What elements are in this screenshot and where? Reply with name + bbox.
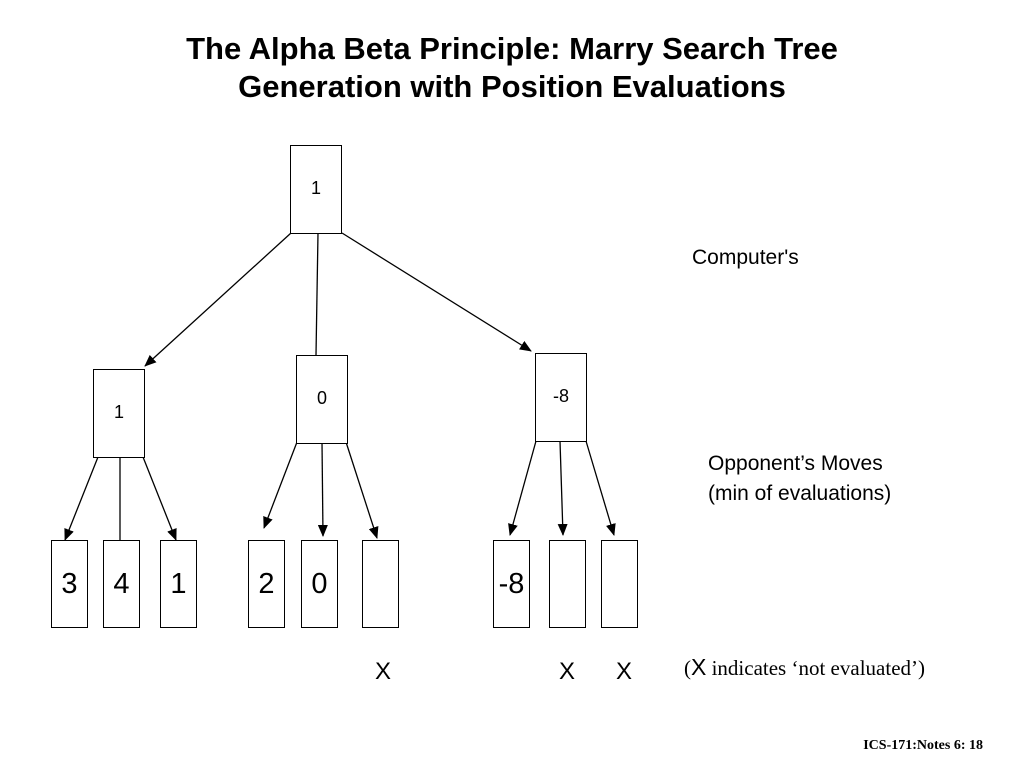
title-line-2: Generation with Position Evaluations (238, 69, 786, 104)
edge-root-left (144, 232, 292, 367)
edge-middle-leaf1 (263, 441, 298, 529)
legend-note: (X indicates ‘not evaluated’) (684, 654, 925, 681)
opponent-label-line-1: Opponent’s Moves (708, 452, 883, 475)
leaf-value: 2 (258, 568, 275, 600)
edge-root-right (341, 232, 532, 352)
edge-left-leaf3 (142, 456, 177, 541)
not-evaluated-mark: X (559, 658, 576, 685)
note-x-symbol: X (691, 654, 707, 680)
edge-right-leaf1 (508, 440, 537, 536)
edge-left-leaf1 (64, 456, 99, 541)
level1-left-value: 1 (113, 402, 124, 422)
not-evaluated-mark: X (616, 658, 633, 685)
level1-node-middle: 0 (296, 355, 348, 444)
slide-title: The Alpha Beta Principle: Marry Search T… (0, 30, 1024, 106)
leaf-node: 0 (301, 540, 338, 628)
level1-node-left: 1 (93, 369, 145, 458)
edge-root-middle (315, 232, 319, 356)
title-line-1: The Alpha Beta Principle: Marry Search T… (186, 31, 838, 66)
leaf-node-pruned (362, 540, 399, 628)
not-evaluated-mark: X (375, 658, 392, 685)
note-open-paren: ( (684, 656, 691, 680)
leaf-node-pruned (549, 540, 586, 628)
edge-right-leaf3 (585, 440, 616, 536)
leaf-value: 1 (170, 568, 187, 600)
level1-middle-value: 0 (316, 388, 327, 408)
opponent-label-line-2: (min of evaluations) (708, 482, 892, 505)
slide-footer: ICS-171:Notes 6: 18 (863, 738, 983, 753)
note-text: indicates ‘not evaluated’) (706, 656, 925, 680)
leaf-node: 1 (160, 540, 197, 628)
leaf-value: 3 (61, 568, 78, 600)
leaf-node: 4 (103, 540, 140, 628)
level1-right-value: -8 (552, 386, 569, 406)
edge-middle-leaf3 (345, 441, 379, 539)
edge-right-leaf2 (557, 440, 568, 536)
leaf-node: -8 (493, 540, 530, 628)
level1-node-right: -8 (535, 353, 587, 442)
computer-label: Computer's (692, 246, 799, 269)
leaf-node-pruned (601, 540, 638, 628)
leaf-value: 0 (311, 568, 328, 600)
edge-middle-leaf2 (317, 441, 328, 537)
root-value: 1 (310, 178, 321, 198)
leaf-value: 4 (113, 568, 130, 600)
leaf-value: -8 (498, 568, 525, 600)
root-node: 1 (290, 145, 342, 234)
opponent-label: Opponent’s Moves (min of evaluations) (708, 449, 891, 509)
leaf-node: 2 (248, 540, 285, 628)
leaf-node: 3 (51, 540, 88, 628)
